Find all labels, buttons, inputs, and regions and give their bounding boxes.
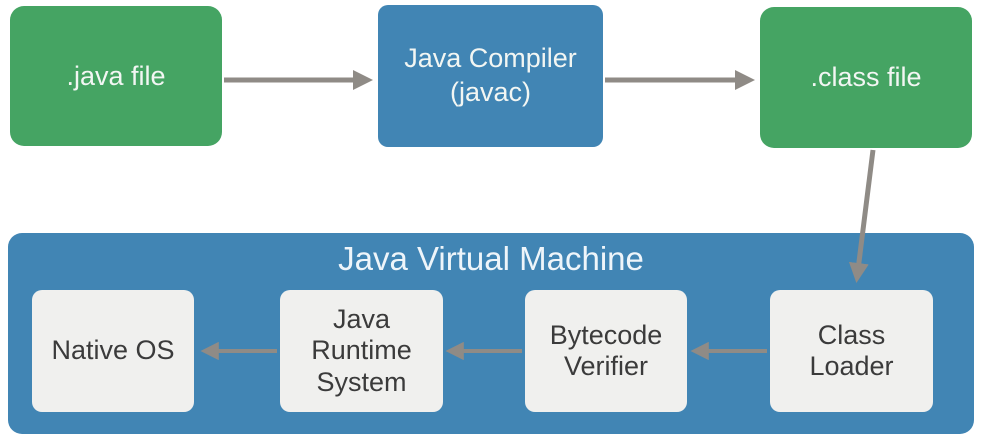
jvm-title: Java Virtual Machine [338,240,644,277]
node-class-file: .class file [760,7,972,148]
node-java-file: .java file [10,6,222,146]
node-native-os: Native OS [32,290,194,412]
node-bytecode-verifier: Bytecode Verifier [525,290,687,412]
node-java-runtime-system: Java Runtime System [280,290,443,412]
node-class-loader: Class Loader [770,290,933,412]
node-java-compiler: Java Compiler (javac) [378,5,603,147]
